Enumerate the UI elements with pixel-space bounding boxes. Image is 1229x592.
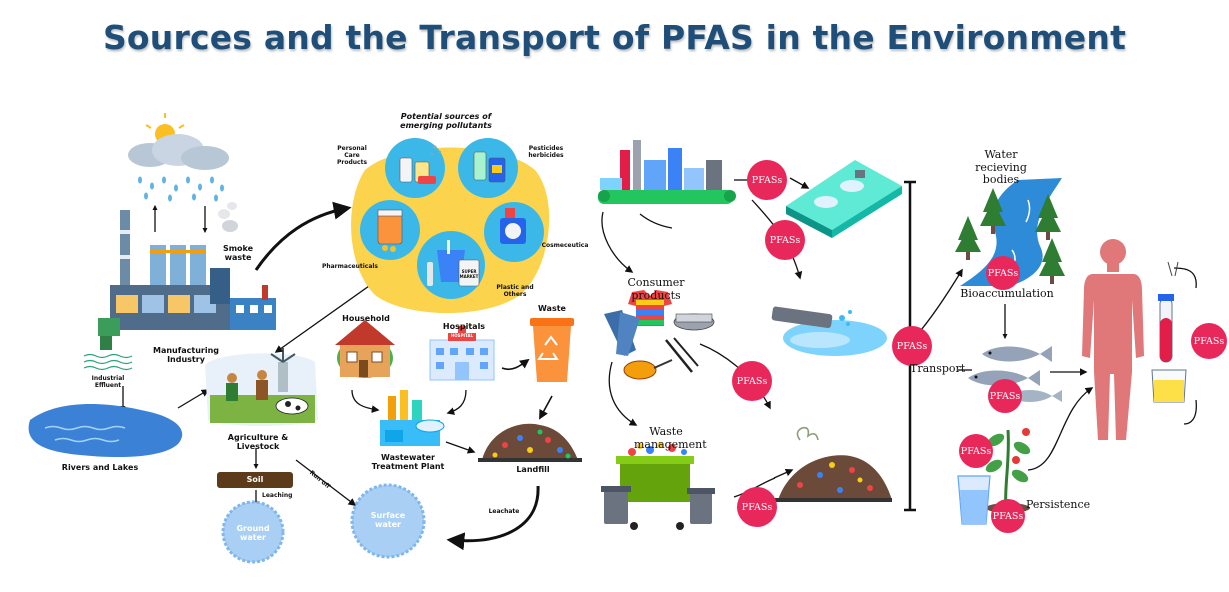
pfas-badges: PFASs PFASs PFASs PFASs PFASs PFASs PFAS…	[732, 160, 1227, 533]
groundwater-circle	[221, 500, 285, 564]
landfill-right-icon	[770, 426, 892, 502]
label-super-market: SUPER MARKET	[459, 269, 479, 279]
city-icon	[598, 140, 736, 204]
house-icon	[335, 320, 395, 378]
svg-text:PFASs: PFASs	[1194, 336, 1225, 347]
arrow-to-sources	[254, 201, 352, 271]
label-water-receiving: Water recieving bodies	[975, 148, 1027, 187]
label-wwtp: Wastewater Treatment Plant	[371, 453, 445, 472]
label-potential-sources: Potential sources of emerging pollutants	[400, 112, 492, 131]
label-waste-management: Waste management	[634, 425, 707, 451]
svg-text:PFASs: PFASs	[993, 511, 1024, 522]
svg-text:PFASs: PFASs	[737, 376, 768, 387]
consumer-products-icon	[604, 290, 715, 380]
label-bioaccumulation: Bioaccumulation	[960, 287, 1054, 300]
svg-text:PFASs: PFASs	[770, 235, 801, 246]
label-cosmeceutica: Cosmeceutica	[541, 242, 589, 249]
label-rivers-lakes: Rivers and Lakes	[61, 463, 139, 472]
label-leachate: Leachate	[488, 508, 520, 515]
soil-layer	[217, 472, 293, 488]
treatment-plant-icon	[786, 160, 902, 238]
label-soil: Soil	[246, 475, 264, 484]
svg-text:PFASs: PFASs	[990, 391, 1021, 402]
landfill-icon	[478, 423, 582, 462]
effluent-waves	[83, 353, 133, 371]
waste-bin-group-icon	[601, 442, 715, 530]
pfas-badge: PFASs	[747, 160, 787, 200]
label-household: Household	[342, 314, 390, 323]
farm-icon	[205, 348, 318, 426]
label-smoke-waste: Smoke waste	[222, 244, 254, 263]
label-consumer-products: Consumer products	[627, 276, 685, 302]
surfacewater-circle	[350, 483, 426, 559]
river-icon	[955, 178, 1065, 286]
sample-icon	[1151, 261, 1197, 425]
lake-icon	[28, 403, 183, 458]
label-hospital-sign: HOSPITAL	[450, 333, 474, 338]
label-pesticides: Pesticides herbicides	[528, 145, 564, 159]
label-agriculture: Agriculture & Livestock	[227, 433, 289, 452]
label-waste: Waste	[538, 304, 566, 313]
factory-icon	[98, 202, 276, 350]
pfas-badge: PFASs	[988, 379, 1022, 413]
pfas-badge: PFASs	[892, 326, 932, 366]
label-manufacturing: Manufacturing Industry	[153, 346, 219, 365]
human-body-icon	[1082, 239, 1144, 440]
label-leaching: Leaching	[262, 492, 293, 499]
wwtp-icon	[380, 390, 445, 446]
pollutant-hub	[351, 138, 550, 314]
label-transport: Transport	[910, 362, 966, 375]
recycle-bin-icon	[530, 318, 574, 382]
pfas-badge: PFASs	[765, 220, 805, 260]
svg-text:PFASs: PFASs	[988, 268, 1019, 279]
pfas-badge: PFASs	[732, 361, 772, 401]
weather-icon	[128, 113, 229, 202]
pfas-badge: PFASs	[737, 487, 777, 527]
label-industrial-effluent: Industrial Effluent	[91, 375, 125, 389]
leachate-arrow	[446, 485, 540, 551]
hospital-icon	[429, 326, 495, 381]
label-ground-water: Ground water	[236, 524, 270, 543]
pfas-badge: PFASs	[1191, 323, 1227, 359]
page-title: Sources and the Transport of PFAS in the…	[102, 18, 1127, 57]
pfas-badge: PFASs	[959, 434, 993, 468]
svg-text:PFASs: PFASs	[752, 175, 783, 186]
label-plastic-others: Plastic and Others	[496, 284, 534, 298]
label-surface-water: Surface water	[370, 511, 406, 530]
outfall-pipe-icon	[771, 306, 887, 356]
label-pharmaceuticals: Pharmaceuticals	[321, 263, 379, 270]
label-personal-care: Personal Care Products	[336, 145, 368, 166]
pfas-badge: PFASs	[986, 256, 1020, 290]
label-hospitals: Hospitals	[442, 322, 486, 331]
pfas-badge: PFASs	[991, 499, 1025, 533]
svg-text:PFASs: PFASs	[897, 341, 928, 352]
svg-text:PFASs: PFASs	[961, 446, 992, 457]
label-landfill: Landfill	[516, 465, 550, 474]
label-persistence: Persistence	[1026, 498, 1091, 511]
svg-text:PFASs: PFASs	[742, 502, 773, 513]
